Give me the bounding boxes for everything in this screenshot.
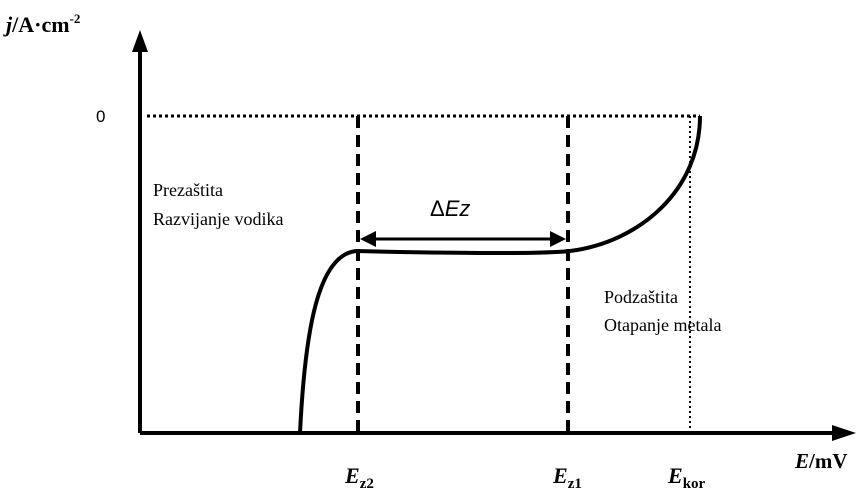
y-axis-label: j/A·cm-2	[3, 11, 80, 37]
right-region-line2: Otapanje metala	[604, 315, 721, 335]
polarization-curve	[140, 115, 702, 435]
delta-ez-arrowhead-right	[550, 231, 566, 247]
y-axis-arrowhead	[132, 30, 148, 52]
delta-ez-arrowhead-left	[360, 231, 376, 247]
left-region-line2: Razvijanje vodika	[153, 209, 283, 229]
ez2-label: Ez2	[344, 463, 374, 488]
right-region-line1: Podzaštita	[604, 287, 678, 307]
ekor-label: Ekor	[667, 463, 706, 488]
x-axis-arrowhead	[832, 425, 856, 441]
zero-label: 0	[96, 107, 105, 126]
x-axis-label: E/mV	[794, 449, 848, 473]
left-region-line1: Prezaštita	[153, 180, 223, 200]
delta-ez-label: ΔEz	[430, 196, 470, 221]
ez1-label: Ez1	[552, 463, 582, 488]
